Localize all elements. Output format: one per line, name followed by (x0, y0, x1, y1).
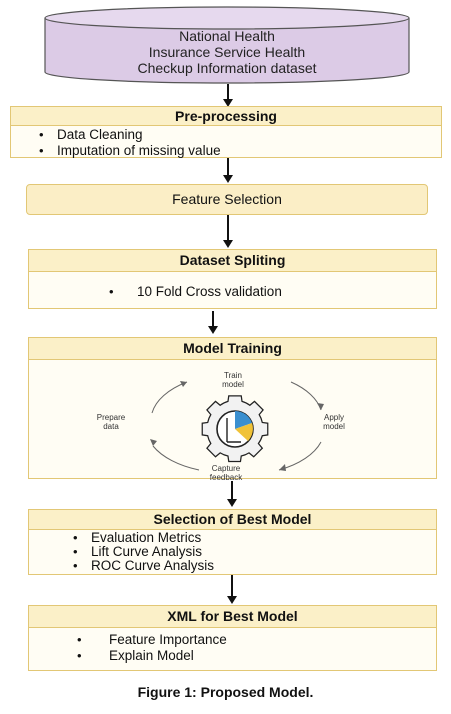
gear-icon (201, 395, 269, 463)
list-item: ROC Curve Analysis (51, 559, 436, 574)
preprocessing-box: Pre-processing Data Cleaning Imputation … (10, 106, 442, 159)
list-item: Lift Curve Analysis (51, 545, 436, 560)
training-cycle-diagram (150, 381, 324, 471)
dataset-database: National Health Insurance Service Health… (44, 6, 410, 86)
dataset-splitting-box: Dataset Spliting 10 Fold Cross validatio… (28, 249, 437, 309)
best-model-box: Selection of Best Model Evaluation Metri… (28, 509, 437, 575)
list-item: Imputation of missing value (11, 143, 441, 159)
model-training-title: Model Training (29, 338, 436, 360)
database-icon (44, 6, 410, 84)
preprocessing-title: Pre-processing (11, 107, 441, 126)
xml-box: XML for Best Model Feature Importance Ex… (28, 605, 437, 671)
model-training-box: Model Training (28, 337, 437, 482)
best-model-title: Selection of Best Model (29, 510, 436, 530)
dataset-line-2: Insurance Service Health (148, 44, 306, 60)
figure-caption: Figure 1: Proposed Model. (137, 684, 314, 700)
dataset-line-3: Checkup Information dataset (137, 60, 317, 76)
feature-selection-box: Feature Selection (26, 184, 428, 215)
xml-title: XML for Best Model (29, 606, 436, 628)
dataset-line-1: National Health (179, 28, 275, 44)
dataset-splitting-title: Dataset Spliting (29, 250, 436, 272)
list-item: 10 Fold Cross validation (29, 284, 436, 300)
list-item: Evaluation Metrics (51, 531, 436, 546)
list-item: Explain Model (29, 648, 436, 664)
list-item: Data Cleaning (11, 127, 441, 143)
feature-selection-title: Feature Selection (172, 191, 282, 207)
list-item: Feature Importance (29, 632, 436, 648)
